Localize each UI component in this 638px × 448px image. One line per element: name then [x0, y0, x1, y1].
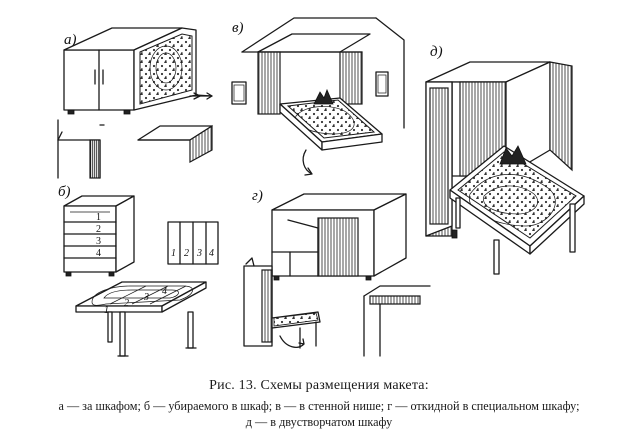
wardrobe	[63, 27, 183, 115]
panel-v: в)	[231, 17, 405, 176]
board-number: 4	[162, 286, 167, 297]
shelf-number: 2	[96, 224, 101, 235]
board-sections-detail: 1 2 3 4	[167, 221, 219, 265]
panel-g: г)	[243, 188, 431, 357]
panel-g-label: г)	[252, 188, 263, 204]
section-number: 4	[209, 248, 214, 259]
panel-a: а)	[57, 27, 213, 179]
caption-line-1: а — за шкафом; б — убираемого в шкаф; в …	[58, 399, 580, 413]
wall-picture-left	[231, 81, 247, 105]
panel-a-label: а)	[64, 32, 77, 48]
section-number: 2	[184, 248, 189, 259]
figure-drawing: а)	[57, 17, 585, 357]
layout-board-d	[449, 145, 585, 275]
shelf-number: 4	[96, 248, 101, 259]
panel-b: б) 1 2 3 4 1 2 3 4	[58, 184, 219, 357]
detail-corner-a	[57, 119, 105, 179]
shelf-number: 3	[96, 236, 101, 247]
panel-d-label: д)	[430, 44, 443, 60]
section-number: 3	[196, 248, 202, 259]
section-number: 1	[171, 248, 176, 259]
panel-b-label: б)	[58, 184, 71, 200]
wall-picture-right	[375, 71, 389, 97]
caption-title: Рис. 13. Схемы размещения макета:	[209, 378, 429, 393]
layout-board-v	[279, 88, 383, 176]
panel-d: д)	[425, 44, 585, 275]
caption-line-2: д — в двустворчатом шкафу	[245, 415, 393, 429]
detail-edge-a	[137, 124, 213, 164]
board-number: 2	[124, 298, 129, 309]
board-number: 1	[104, 305, 109, 316]
corner-detail-g	[363, 285, 431, 357]
board-number: 3	[143, 292, 149, 303]
shelf-cabinet: 1 2 3 4	[63, 195, 135, 277]
panel-v-label: в)	[232, 20, 244, 36]
folding-detail-g	[243, 257, 321, 349]
shelf-number: 1	[96, 212, 101, 223]
assembled-layout-table: 1 2 3 4	[75, 281, 207, 357]
layout-board-a	[133, 27, 213, 111]
